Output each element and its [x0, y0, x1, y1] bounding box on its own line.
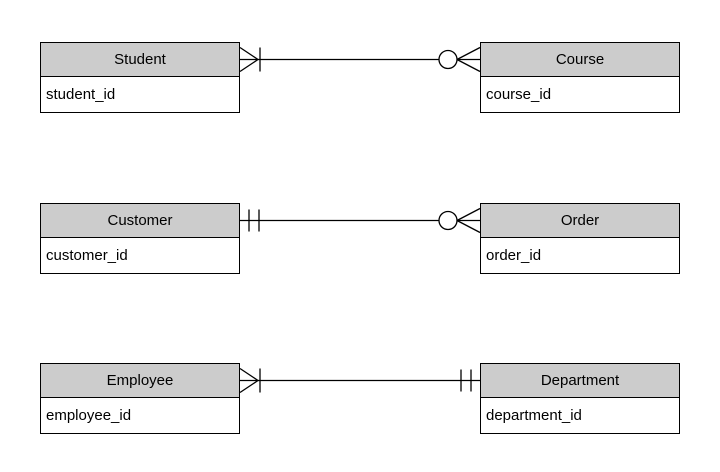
- entity-course[interactable]: Course course_id: [480, 42, 680, 113]
- crows-foot-icon: [456, 46, 481, 73]
- entity-title: Course: [481, 43, 679, 77]
- relationship-student-course[interactable]: [239, 46, 481, 73]
- entity-attribute: department_id: [481, 397, 679, 433]
- zero-circle-icon: [438, 49, 458, 70]
- relationship-customer-order[interactable]: [240, 207, 481, 234]
- entity-title: Department: [481, 364, 679, 398]
- entity-attribute: course_id: [481, 76, 679, 112]
- entity-title: Order: [481, 204, 679, 238]
- entity-customer[interactable]: Customer customer_id: [40, 203, 240, 274]
- zero-circle-icon: [438, 210, 458, 231]
- entity-attribute: order_id: [481, 237, 679, 273]
- crows-foot-icon: [239, 367, 259, 394]
- entity-title: Student: [41, 43, 239, 77]
- entity-title: Customer: [41, 204, 239, 238]
- relationship-employee-department[interactable]: [239, 367, 480, 394]
- crows-foot-icon: [239, 46, 259, 73]
- entity-department[interactable]: Department department_id: [480, 363, 680, 434]
- entity-title: Employee: [41, 364, 239, 398]
- crows-foot-icon: [456, 207, 481, 234]
- entity-student[interactable]: Student student_id: [40, 42, 240, 113]
- entity-order[interactable]: Order order_id: [480, 203, 680, 274]
- entity-attribute: customer_id: [41, 237, 239, 273]
- entity-attribute: employee_id: [41, 397, 239, 433]
- entity-employee[interactable]: Employee employee_id: [40, 363, 240, 434]
- entity-attribute: student_id: [41, 76, 239, 112]
